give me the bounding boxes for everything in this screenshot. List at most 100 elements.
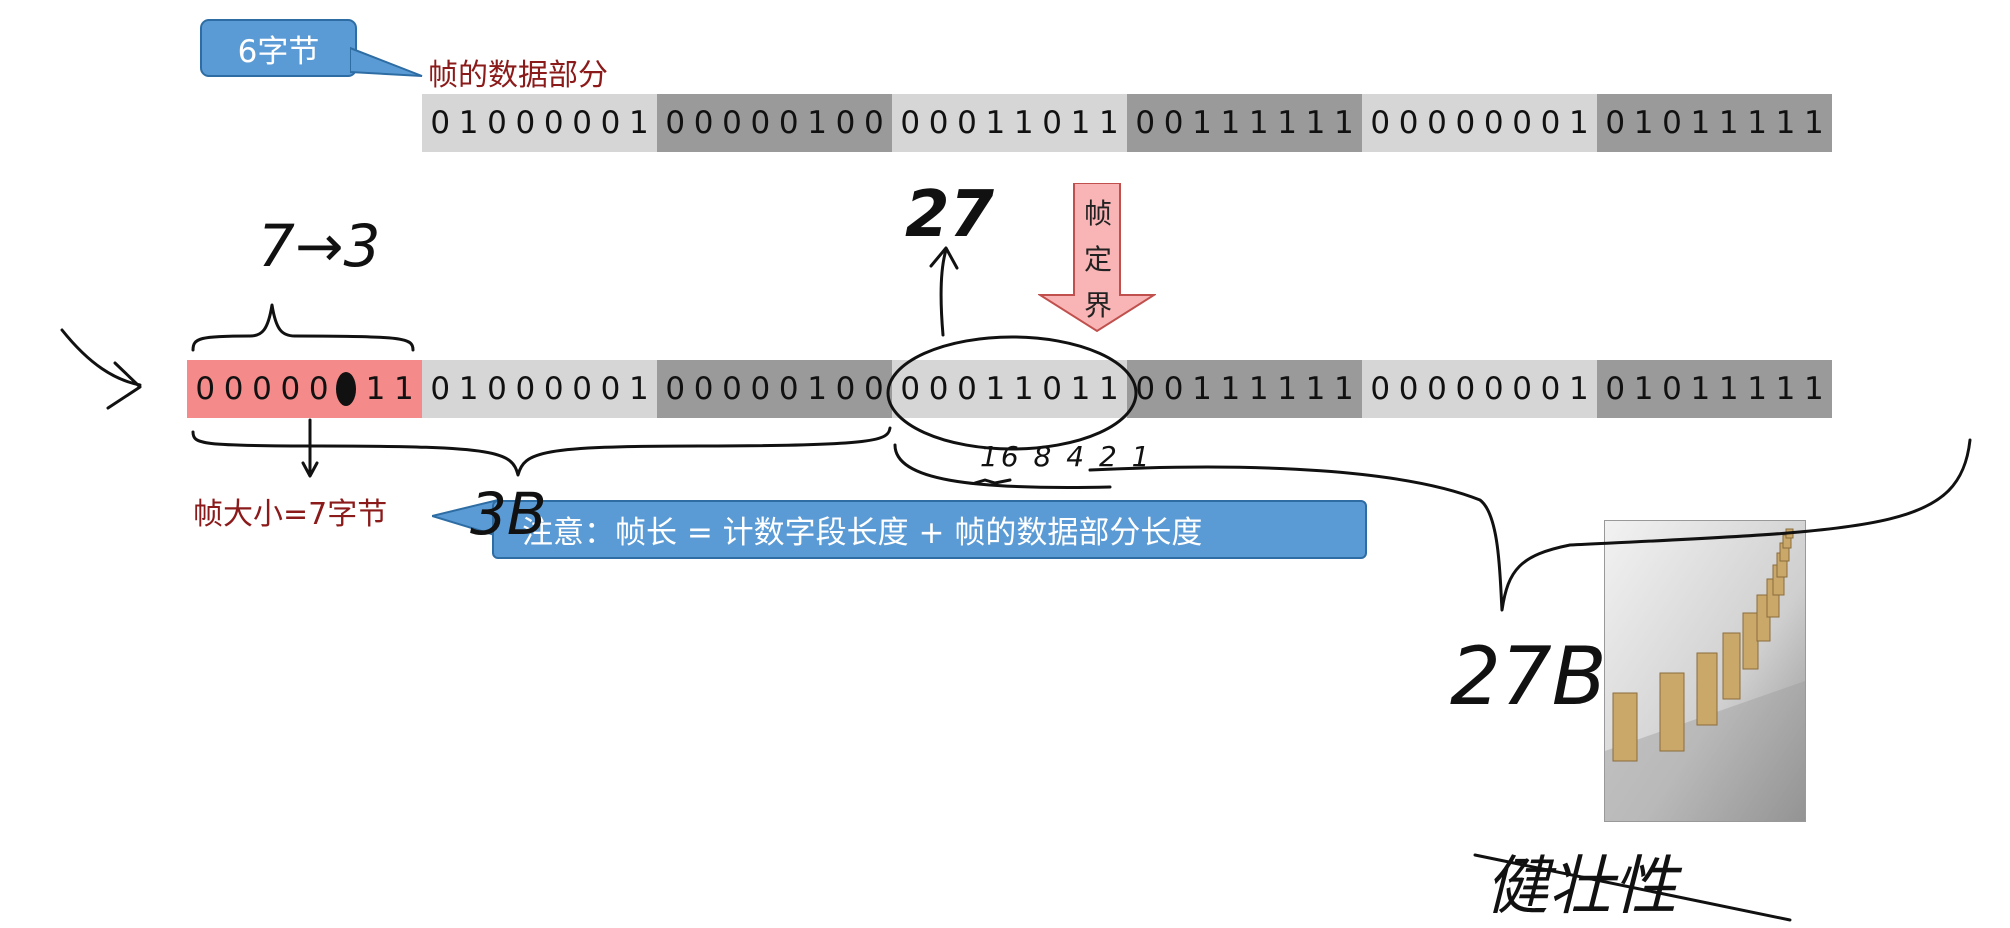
bit: 0 <box>1398 371 1419 407</box>
bit: 0 <box>863 105 884 141</box>
bit: 0 <box>252 371 272 407</box>
bit: 0 <box>600 105 621 141</box>
domino-photo <box>1604 520 1806 822</box>
bit: 1 <box>1718 105 1739 141</box>
bit: 0 <box>835 105 856 141</box>
bit: 0 <box>487 105 507 141</box>
bit: 0 <box>1540 371 1561 407</box>
frame-delimit-char-2: 定 <box>1083 243 1112 276</box>
bit: 0 <box>1512 371 1532 407</box>
bit: 0 <box>1163 105 1184 141</box>
bit: 1 <box>1305 371 1326 407</box>
bit: 1 <box>1690 105 1711 141</box>
bit: 1 <box>458 105 479 141</box>
bit: 0 <box>665 105 686 141</box>
byte-count-callout: 6字节 <box>200 19 357 77</box>
bit: 0 <box>900 105 921 141</box>
bit: 0 <box>1398 105 1419 141</box>
bit: 1 <box>365 371 386 407</box>
bit: 0 <box>957 371 977 407</box>
bit: 1 <box>1248 371 1269 407</box>
bit: 0 <box>1370 105 1391 141</box>
bit: 0 <box>1370 371 1391 407</box>
note-text: 注意：帧长 = 计数字段长度 + 帧的数据部分长度 <box>522 515 1203 551</box>
bit: 1 <box>985 105 1006 141</box>
top-brace <box>191 303 415 352</box>
bottom-brace <box>191 426 892 477</box>
bit: 0 <box>778 371 799 407</box>
frame-delimit-char-1: 帧 <box>1083 197 1112 230</box>
bit: 1 <box>1775 371 1796 407</box>
bit: 0 <box>308 371 329 407</box>
bit: 1 <box>1192 105 1212 141</box>
bit: 1 <box>1220 105 1241 141</box>
bit: 1 <box>1747 371 1767 407</box>
bit: 0 <box>1662 105 1682 141</box>
size-arrow-head <box>301 461 319 478</box>
bit: 0 <box>1455 371 1476 407</box>
bit: 1 <box>1192 371 1212 407</box>
bit: 0 <box>1455 105 1476 141</box>
bit: 0 <box>1042 371 1062 407</box>
frame-delimit-char-3: 界 <box>1083 289 1112 322</box>
bit: 1 <box>393 371 414 407</box>
bit: 0 <box>1605 371 1626 407</box>
bit: 0 <box>1135 371 1156 407</box>
bit: 0 <box>693 371 714 407</box>
bit: 0 <box>430 371 451 407</box>
bit: 0 <box>722 105 742 141</box>
bit: 1 <box>628 371 649 407</box>
bit: 0 <box>543 371 564 407</box>
bit: 0 <box>1512 105 1532 141</box>
bit: 1 <box>1568 371 1589 407</box>
bit: 1 <box>1333 105 1354 141</box>
bit: 1 <box>1568 105 1589 141</box>
bit: 1 <box>1718 371 1739 407</box>
bit: 0 <box>1427 105 1447 141</box>
bit: 0 <box>1042 105 1062 141</box>
bit: 0 <box>1483 105 1504 141</box>
up-arrow-stroke <box>939 248 948 337</box>
bit: 0 <box>543 105 564 141</box>
bit: 1 <box>1070 371 1091 407</box>
bit: 0 <box>1662 371 1682 407</box>
bit: 1 <box>1305 105 1326 141</box>
frame-size-label: 帧大小=7字节 <box>193 497 388 532</box>
bit: 0 <box>835 371 856 407</box>
bit: 1 <box>807 371 827 407</box>
bit: 0 <box>957 105 977 141</box>
handwritten-27: 27 <box>905 178 995 252</box>
bit: 1 <box>1277 105 1297 141</box>
bit: 1 <box>1013 105 1034 141</box>
bit: 0 <box>1483 371 1504 407</box>
bit: 1 <box>1098 105 1119 141</box>
bit: 0 <box>1163 371 1184 407</box>
data-part-label: 帧的数据部分 <box>428 58 608 93</box>
bit: 1 <box>1803 105 1824 141</box>
bit: 0 <box>1540 105 1561 141</box>
bit: 0 <box>572 371 592 407</box>
bit: 1 <box>1248 105 1269 141</box>
bit: 0 <box>572 105 592 141</box>
handwritten-crossed-word: 健壮性 <box>1485 850 1677 924</box>
bit: 1 <box>1633 105 1654 141</box>
bit: 1 <box>458 371 479 407</box>
bit: 0 <box>223 371 244 407</box>
frame-delimit-arrow <box>1038 183 1156 333</box>
bit: 0 <box>928 371 949 407</box>
bit: 1 <box>1633 371 1654 407</box>
note-box: 注意：帧长 = 计数字段长度 + 帧的数据部分长度 <box>492 500 1367 559</box>
